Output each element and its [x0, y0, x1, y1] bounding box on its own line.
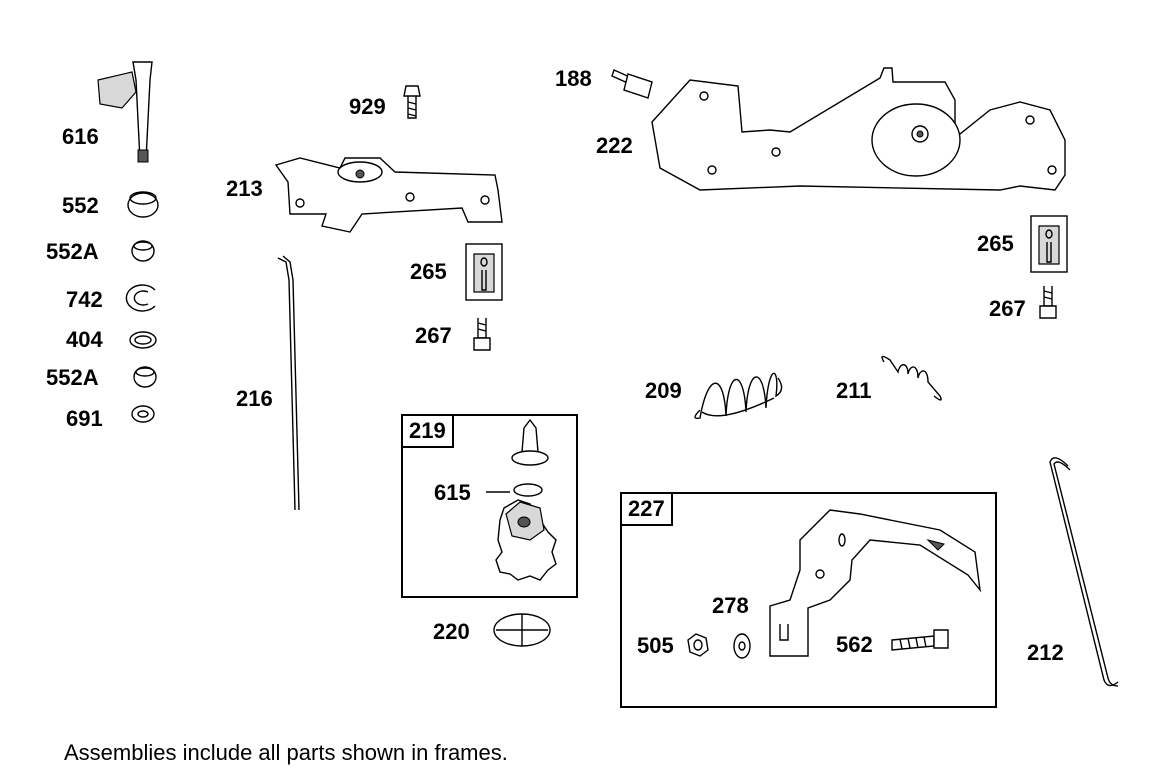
part-505-nut	[687, 633, 709, 657]
part-220-disc	[493, 613, 551, 647]
label-929: 929	[349, 94, 386, 119]
part-211-spring	[881, 355, 942, 401]
label-265-right: 265	[977, 231, 1014, 256]
label-265-left: 265	[410, 259, 447, 284]
part-691-nut	[131, 405, 155, 423]
label-616: 616	[62, 124, 99, 149]
part-742-e-clip	[125, 284, 156, 312]
part-615-ring	[513, 483, 543, 497]
label-209: 209	[645, 378, 682, 403]
label-212: 212	[1027, 640, 1064, 665]
part-222-control-bracket	[651, 67, 1066, 191]
part-219-pin	[511, 418, 549, 466]
part-552a-bushing-top	[131, 240, 155, 262]
part-562-screw	[891, 629, 949, 651]
label-615: 615	[434, 480, 471, 505]
label-505: 505	[637, 633, 674, 658]
label-216: 216	[236, 386, 273, 411]
label-222: 222	[596, 133, 633, 158]
part-616-governor-shaft	[97, 61, 153, 163]
frame-227: 227	[620, 492, 997, 708]
part-267-screw-left	[473, 318, 491, 351]
label-691: 691	[66, 406, 103, 431]
part-265-clamp-right	[1030, 215, 1068, 273]
label-552a-bottom: 552A	[46, 365, 99, 390]
part-188-bolt	[611, 69, 653, 99]
part-278-washer	[733, 633, 751, 659]
label-404: 404	[66, 327, 103, 352]
part-212-rod	[1049, 457, 1119, 687]
label-267-right: 267	[989, 296, 1026, 321]
part-209-spring	[694, 372, 783, 420]
label-278: 278	[712, 593, 749, 618]
part-404-washer	[129, 331, 157, 349]
label-188: 188	[555, 66, 592, 91]
label-267-left: 267	[415, 323, 452, 348]
part-227-lever-bracket	[769, 509, 982, 657]
part-552a-bushing-bottom	[133, 366, 157, 388]
part-267-screw-right	[1039, 286, 1057, 319]
part-552-bushing	[127, 191, 159, 218]
label-211: 211	[836, 378, 872, 403]
part-929-screw	[403, 85, 421, 119]
part-265-clamp-left	[465, 243, 503, 301]
label-220: 220	[433, 619, 470, 644]
label-742: 742	[66, 287, 103, 312]
label-552: 552	[62, 193, 99, 218]
label-552a-top: 552A	[46, 239, 99, 264]
part-213-lever-bracket	[274, 157, 503, 233]
label-562: 562	[836, 632, 873, 657]
frame-219: 219	[401, 414, 578, 598]
label-213: 213	[226, 176, 263, 201]
part-216-link-rod	[277, 255, 300, 511]
part-219-gear-assembly	[495, 499, 557, 581]
diagram-caption: Assemblies include all parts shown in fr…	[64, 740, 508, 765]
frame-227-tag: 227	[622, 494, 673, 526]
frame-219-tag: 219	[403, 416, 454, 448]
